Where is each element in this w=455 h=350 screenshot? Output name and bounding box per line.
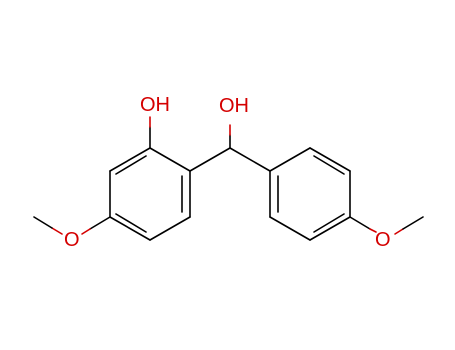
double-bond-inner bbox=[313, 155, 345, 175]
methoxy-right-bond-o bbox=[369, 228, 377, 233]
methoxy-left-o-label: O bbox=[64, 229, 80, 251]
bond bbox=[269, 147, 311, 172]
right-benzene-ring bbox=[269, 147, 351, 241]
alcohol-oh-label: OH bbox=[219, 95, 249, 117]
methoxy-left-methyl-bond-o bbox=[51, 227, 63, 235]
bridge-bond-left bbox=[189, 147, 231, 172]
methoxy-left-bond bbox=[89, 216, 111, 230]
methoxy-right-methyl-bond bbox=[402, 216, 424, 230]
bond bbox=[149, 216, 191, 241]
methoxy-left-methyl-bond bbox=[33, 216, 53, 229]
methoxy-left-bond-o bbox=[81, 228, 91, 235]
methoxy-right-bond bbox=[349, 216, 371, 230]
bond bbox=[269, 216, 311, 241]
double-bond-inner bbox=[115, 213, 147, 233]
methoxy-right-o-label: O bbox=[375, 229, 391, 251]
bridge-bond-right bbox=[229, 147, 271, 172]
double-bond-inner bbox=[313, 213, 345, 233]
bond bbox=[109, 147, 151, 172]
methoxy-right-methyl-bond-o bbox=[394, 228, 404, 235]
left-benzene-ring bbox=[109, 147, 191, 241]
bond bbox=[309, 216, 351, 241]
phenol-oh-label: OH bbox=[140, 94, 170, 116]
bond bbox=[149, 147, 191, 172]
double-bond-inner bbox=[115, 155, 147, 175]
bond bbox=[109, 216, 151, 241]
bond bbox=[309, 147, 351, 172]
